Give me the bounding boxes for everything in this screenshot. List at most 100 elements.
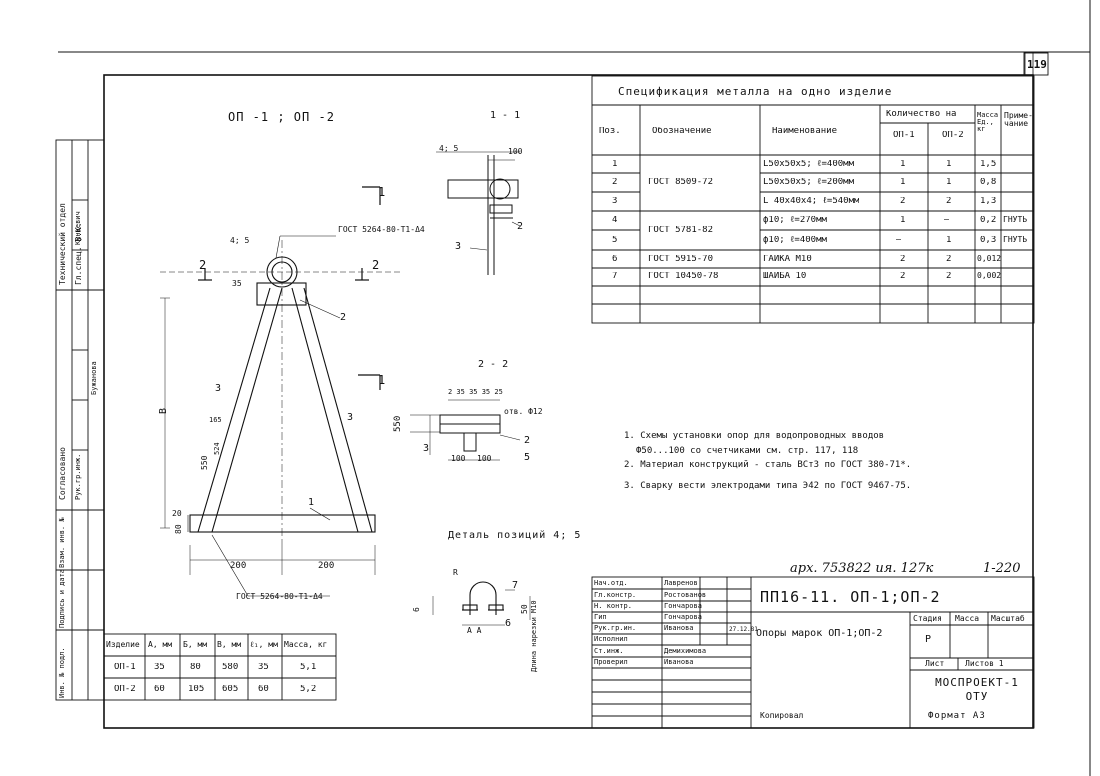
dim-cell: 5,1 — [300, 663, 317, 672]
side-sign: Подпись и дата — [58, 568, 66, 628]
role-name: Гончарова — [664, 603, 702, 610]
detail-drawing — [432, 581, 531, 626]
sheets-header: Листов 1 — [965, 659, 1004, 668]
spec-table-lines — [591, 75, 1035, 324]
dim-cell: 5,2 — [300, 685, 317, 694]
spec-cell-mass: 1,3 — [980, 197, 997, 206]
dim-cell: 60 — [154, 685, 165, 694]
dim-550-section: 550 — [393, 415, 403, 432]
spec-cell-op1: 1 — [900, 160, 906, 169]
spec-cell-name: ШАЙБА 10 — [763, 272, 807, 281]
section-mark-2-left: 2 — [199, 258, 207, 272]
detail-thread-length: Длина нарезки М10 — [530, 600, 538, 672]
section-1-1-title: 1 - 1 — [490, 110, 521, 121]
role-name: Иванова — [664, 625, 694, 632]
spec-cell-name: L50x50x5; ℓ=400мм — [763, 160, 855, 169]
dim-cell: 80 — [190, 663, 201, 672]
spec-cell-name: ГАЙКА М10 — [763, 255, 812, 264]
spec-cell-op2: 2 — [946, 272, 952, 281]
spec-cell-mass: 1,5 — [980, 160, 997, 169]
sheet-number: 119 — [1027, 58, 1047, 71]
note-line: 3. Сварку вести электродами типа Э42 по … — [624, 481, 912, 491]
dim-100: 100 — [508, 147, 523, 156]
side-dept: Технический отдел — [58, 203, 67, 285]
spec-cell-op2: 1 — [946, 160, 952, 169]
dim-35: 35 — [232, 279, 242, 288]
spec-h-pos: Поз. — [599, 127, 621, 136]
spec-cell-pos: 5 — [612, 236, 618, 245]
spec-cell-op1: 2 — [900, 197, 906, 206]
section-2-2-title: 2 - 2 — [478, 359, 509, 370]
detail-pos-6: 6 — [505, 618, 512, 629]
dim-row-22: 2 35 35 35 25 — [448, 388, 503, 396]
side-inv2: Взам. инв. № — [58, 517, 66, 568]
dim-cell: ОП-2 — [114, 685, 136, 694]
dim-cell: 60 — [258, 685, 269, 694]
spec-h-mass: Масса Ед., кг — [977, 112, 999, 133]
dim-45-section: 4; 5 — [439, 144, 459, 153]
spec-cell-op1: — — [896, 236, 902, 245]
role-label: Гл.констр. — [594, 592, 637, 599]
spec-h-designation: Обозначение — [652, 127, 712, 136]
weld-label-top: ГОСТ 5264-80-Т1-Δ4 — [338, 225, 425, 234]
dim-table-lines — [103, 633, 337, 701]
section-mark-1-top: 1 — [378, 185, 386, 199]
dim-cell: 105 — [188, 685, 205, 694]
spec-cell-name: L50x50x5; ℓ=200мм — [763, 178, 855, 187]
spec-title: Спецификация металла на одно изделие — [618, 85, 893, 98]
spec-cell-designation: ГОСТ 10450-78 — [648, 272, 719, 281]
role-name: Гончарова — [664, 614, 702, 621]
spec-cell-mass: 0,012 — [977, 255, 1002, 263]
spec-cell-mass: 0,3 — [980, 236, 997, 245]
spec-cell-note: ГНУТЬ — [1003, 236, 1028, 244]
spec-h-name: Наименование — [772, 127, 838, 136]
dim-45: 4; 5 — [230, 236, 250, 245]
role-label: Рук.гр.ин. — [594, 625, 637, 632]
dim-100-c: 100 — [477, 454, 492, 463]
dim-h: В, мм — [217, 641, 242, 649]
stage-header: Стадия — [913, 614, 942, 623]
spec-cell-designation: ГОСТ 8509-72 — [648, 178, 714, 187]
dim-200-left: 200 — [230, 561, 247, 571]
dim-h: ℓ₁, мм — [250, 641, 278, 649]
dim-h: А, мм — [148, 641, 173, 649]
spec-h-note: Приме-чание — [1004, 112, 1033, 128]
pos-3-sec11: 3 — [455, 241, 462, 252]
spec-cell-note: ГНУТЬ — [1003, 216, 1028, 224]
spec-cell-name: ф10; ℓ=400мм — [763, 236, 827, 245]
pos-1-main: 1 — [308, 497, 315, 508]
note-line: 2. Материал конструкций - сталь ВСт3 по … — [624, 460, 912, 470]
spec-cell-op1: 1 — [900, 178, 906, 187]
title-block-lines — [591, 576, 1035, 729]
note-line: Ф50...100 со счетчиками см. стр. 117, 11… — [636, 446, 859, 456]
role-label: Н. контр. — [594, 603, 632, 610]
dim-cell: 605 — [222, 685, 239, 694]
side-role: Бужанова — [90, 361, 98, 395]
scale-header: Масштаб — [991, 614, 1025, 623]
archive-note-2: 1-220 — [983, 561, 1021, 576]
spec-cell-pos: 2 — [612, 178, 618, 187]
doc-code: ПП16-11. ОП-1;ОП-2 — [760, 588, 941, 606]
role-label: Проверил — [594, 659, 628, 666]
pos-2-sec22: 2 — [524, 435, 531, 446]
spec-cell-designation: ГОСТ 5915-70 — [648, 255, 714, 264]
pos-3-sec22: 3 — [423, 443, 430, 454]
spec-cell-mass: 0,002 — [977, 272, 1002, 280]
drawing-title: ОП -1 ; ОП -2 — [228, 110, 335, 124]
dim-h: Б, мм — [183, 641, 208, 649]
spec-cell-op2: 1 — [946, 236, 952, 245]
org-name: МОСПРОЕКТ-1 ОТУ — [935, 676, 1019, 703]
detail-dim-50: 50 — [520, 604, 529, 614]
side-role: Рук.гр.инж. — [74, 453, 82, 500]
role-name: Ростованов — [664, 592, 707, 599]
spec-cell-op2: 2 — [946, 197, 952, 206]
dim-cell: 35 — [258, 663, 269, 672]
pos-2-main: 2 — [340, 312, 347, 323]
archive-note: арх. 753822 ия. 127к — [790, 561, 934, 576]
dim-h: Масса, кг — [284, 641, 328, 649]
role-label: Гип — [594, 614, 607, 621]
spec-cell-op1: 2 — [900, 272, 906, 281]
spec-designation-merged: ГОСТ 5781-82 — [648, 226, 714, 235]
section-1-1-drawing — [436, 151, 521, 275]
